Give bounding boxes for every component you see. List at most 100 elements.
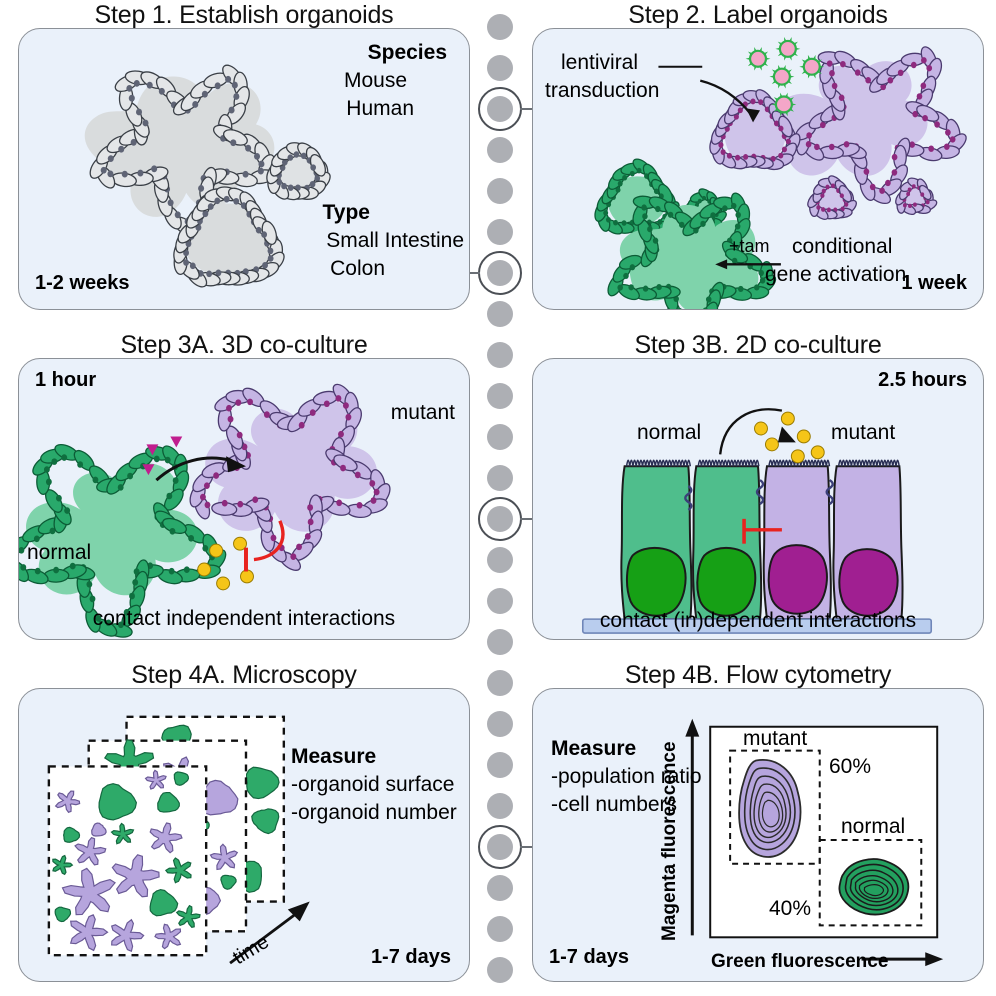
timeline-dot	[487, 506, 513, 532]
tamoxifen-label: +tam	[729, 236, 770, 256]
timeline-dot	[487, 834, 513, 860]
timeline-dot	[487, 424, 513, 450]
panel-step4a: Step 4A. Microscopy Measure -organoid su…	[18, 660, 470, 996]
measure-item-cells: -cell numbers	[551, 793, 678, 816]
panel-step3b: Step 3B. 2D co-culture	[532, 330, 984, 650]
species-option-mouse: Mouse	[343, 69, 407, 92]
step1-duration: 1-2 weeks	[35, 272, 130, 294]
timeline-dot	[487, 916, 513, 942]
measure-heading-4a: Measure	[291, 745, 377, 768]
timeline-dot	[487, 301, 513, 327]
epithelial-cell-mutant-1	[762, 465, 832, 621]
panel-step2-title: Step 2. Label organoids	[628, 1, 888, 29]
panel-step2-body: lentiviral transduction +tam conditional…	[532, 28, 984, 310]
organoid-blob	[52, 854, 74, 876]
panel-step1-title: Step 1. Establish organoids	[94, 1, 394, 29]
step3b-duration: 2.5 hours	[878, 369, 967, 391]
timeline-dot	[487, 137, 513, 163]
flow-cytometry-plot	[685, 718, 944, 967]
panel-step3a-title: Step 3A. 3D co-culture	[120, 331, 368, 359]
timeline-dot	[487, 670, 513, 696]
organoid-blob	[144, 769, 167, 790]
organoid-blob	[110, 918, 145, 953]
epithelial-cell-normal-1	[620, 465, 693, 621]
panel-step1: Step 1. Establish organoids	[18, 0, 470, 320]
organoid-blob	[54, 906, 72, 923]
timeline-dot	[487, 178, 513, 204]
panel-step1-body: Species Mouse Human Type Small Intestine…	[18, 28, 470, 310]
organoid-blob	[91, 822, 107, 837]
panel-step3b-body: 2.5 hours normal mutant contact (in)depe…	[532, 358, 984, 640]
timeline-dot	[487, 588, 513, 614]
step3a-illustration	[19, 383, 391, 638]
organoid-blob	[149, 889, 179, 917]
organoid-blob	[209, 843, 239, 871]
mutant-cells-label: mutant	[831, 421, 896, 444]
measure-item-surface: -organoid surface	[291, 773, 455, 796]
organoid-blob	[157, 791, 180, 813]
type-option-colon: Colon	[330, 257, 385, 280]
type-option-small-intestine: Small Intestine	[326, 229, 464, 252]
normal-cells-label: normal	[637, 421, 702, 444]
step4a-illustration	[47, 715, 310, 965]
organoid-blob	[54, 790, 81, 814]
gate-label-mutant: mutant	[743, 727, 808, 750]
timeline-dot	[487, 629, 513, 655]
timeline-dot	[487, 793, 513, 819]
organoid-blob	[154, 923, 182, 950]
step3a-caption: contact independent interactions	[92, 607, 396, 630]
timeline-connector	[520, 518, 536, 520]
x-axis-label: Green fluorescence	[711, 951, 889, 972]
step3b-caption: contact (in)dependent interactions	[599, 609, 917, 632]
step2-duration: 1 week	[901, 272, 967, 294]
measure-item-ratio: -population ratio	[551, 765, 702, 788]
panel-step4a-title: Step 4A. Microscopy	[131, 661, 357, 689]
normal-contour-cluster	[838, 858, 910, 916]
panel-step2: Step 2. Label organoids	[532, 0, 984, 320]
panel-step4b-title: Step 4B. Flow cytometry	[624, 661, 892, 689]
organoid-blob	[62, 826, 81, 843]
timeline-connector	[520, 108, 536, 110]
mutant-contour-cluster	[738, 759, 802, 858]
normal-organoid-label: normal	[27, 541, 92, 564]
panel-step3a: Step 3A. 3D co-culture	[18, 330, 470, 650]
organoid-blob	[98, 783, 138, 821]
timeline-dot	[487, 547, 513, 573]
organoid-blob	[164, 857, 192, 884]
step4a-duration: 1-7 days	[370, 946, 451, 968]
measure-heading-4b: Measure	[551, 737, 637, 760]
lentiviral-label-line2: transduction	[545, 79, 660, 102]
organoid-blob	[61, 867, 116, 916]
organoid-blob	[74, 836, 107, 866]
panel-step4a-body: Measure -organoid surface -organoid numb…	[18, 688, 470, 982]
step3b-illustration	[581, 408, 933, 634]
y-axis-label: Magenta fluorescence	[659, 741, 680, 941]
conditional-label-line2: gene activation	[765, 263, 907, 286]
timeline-dot	[487, 957, 513, 983]
panel-step3a-body: 1 hour mutant normal contact independent…	[18, 358, 470, 640]
timeline-dot	[487, 260, 513, 286]
mutant-organoid-label: mutant	[390, 401, 455, 424]
timeline-connector	[520, 846, 536, 848]
organoid-blob	[251, 808, 280, 835]
step4b-duration: 1-7 days	[549, 946, 630, 968]
step2-illustration	[594, 37, 967, 309]
lentiviral-label-line1: lentiviral	[561, 51, 639, 74]
step1-small-organoid	[266, 142, 331, 201]
process-timeline	[462, 0, 536, 996]
organoid-blob	[175, 904, 201, 929]
organoid-blob	[110, 822, 135, 845]
panel-step4b-body: Measure -population ratio -cell numbers …	[532, 688, 984, 982]
gate-percent-mutant: 60%	[829, 755, 872, 778]
lentivirus-particles	[745, 37, 825, 117]
timeline-dot	[487, 383, 513, 409]
conditional-label-line1: conditional	[792, 235, 893, 258]
epithelial-cell-normal-2	[692, 465, 763, 621]
organoid-blob	[69, 914, 109, 952]
timeline-dot	[487, 96, 513, 122]
gate-percent-normal: 40%	[769, 897, 812, 920]
organoid-blob	[111, 854, 160, 898]
timeline-dot	[487, 752, 513, 778]
step3a-duration: 1 hour	[35, 369, 97, 391]
